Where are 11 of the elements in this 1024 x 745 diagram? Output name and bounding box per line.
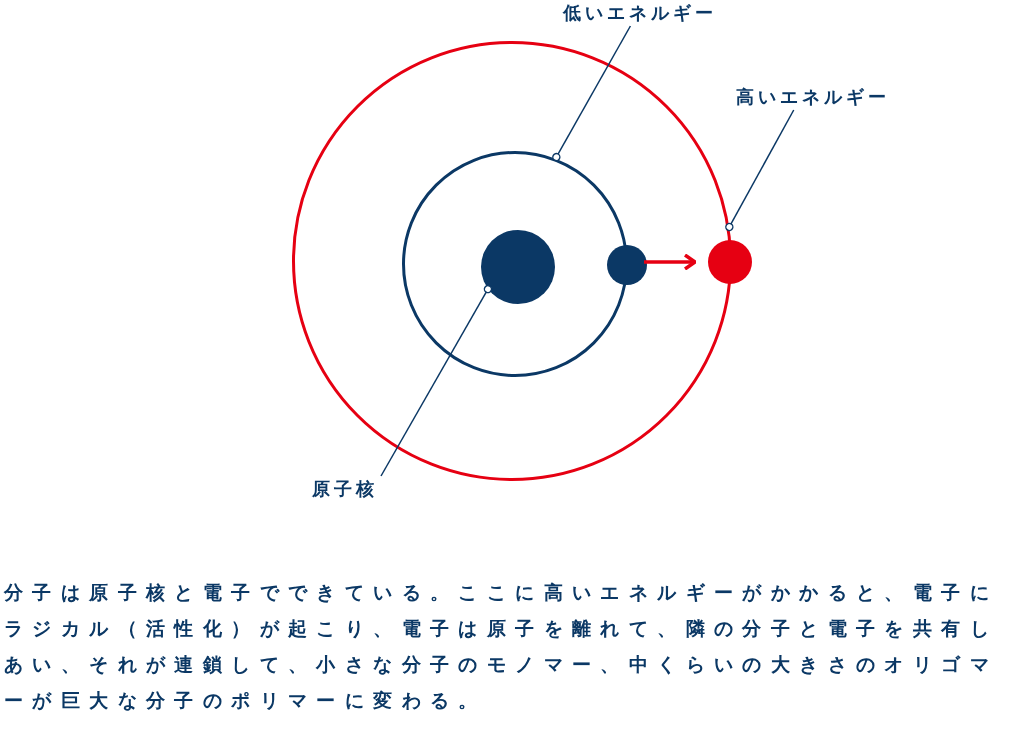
arrow: [644, 253, 697, 271]
electron-circle: [607, 245, 647, 285]
energy-label: 低いエネルギー: [560, 0, 720, 26]
orbit-ring: [292, 41, 732, 481]
energy-label: 高いエネルギー: [706, 84, 920, 110]
description-paragraph: 分子は原子核と電子でできている。ここに高いエネルギーがかかると、電子にラジカル（活性化）が起こり、電子は原子を離れて、隣の分子と電子を共有しあい、それが連鎖して、小さな分子のモノマー、中くらいの大きさのオリゴマーが巨大な分子のポリマーに変わる。: [4, 580, 999, 713]
leader-line: [552, 25, 632, 162]
leader-line: [380, 284, 493, 477]
nucleus-label: 原子核: [300, 476, 390, 504]
leader-line: [725, 109, 795, 232]
electron-circle: [708, 240, 752, 284]
